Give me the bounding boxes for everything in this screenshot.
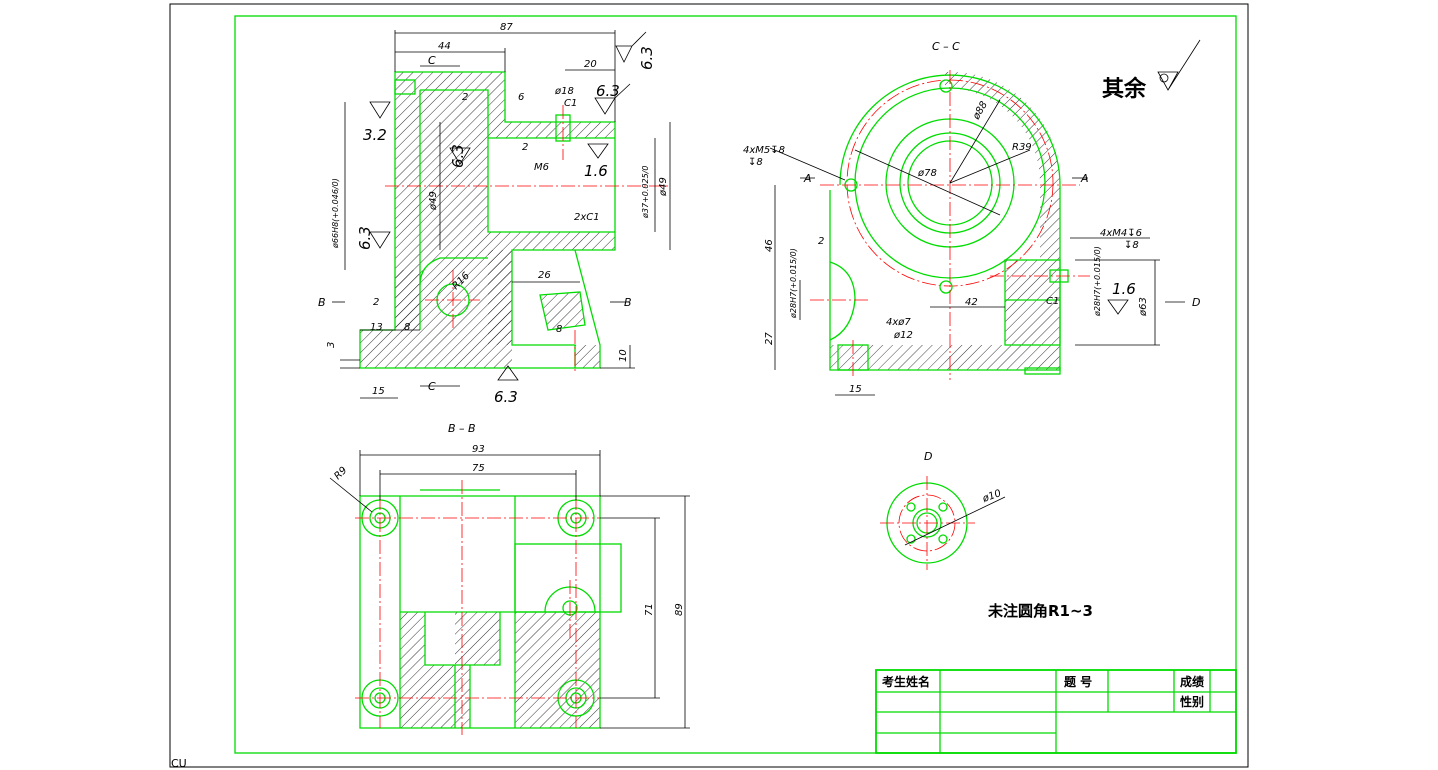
dim-2-top: 2 <box>462 92 468 103</box>
view-d-title: D <box>924 450 932 463</box>
roughness-6-3-left: 6.3 <box>356 226 374 250</box>
general-roughness-label: 其余 <box>1102 76 1147 102</box>
view-mark-d-arrow: D <box>1192 296 1200 309</box>
dim-m6: M6 <box>534 162 549 173</box>
outer-frame <box>169 3 1249 768</box>
section-bb-title: B – B <box>448 422 476 435</box>
dim-r9: R9 <box>332 465 349 482</box>
dim-26: 26 <box>538 270 551 281</box>
dim-depth8-b: ↧8 <box>1124 240 1139 251</box>
section-mark-a-left: A <box>803 172 812 185</box>
dim-2-mid: 2 <box>522 142 528 153</box>
dim-d28h7-left: ø28H7(+0.015/0) <box>789 248 798 319</box>
roughness-6-3-top: 6.3 <box>638 46 656 70</box>
title-block-name-label: 考生姓名 <box>882 674 930 689</box>
dim-20: 20 <box>584 59 597 70</box>
dim-d88: ø88 <box>971 100 990 123</box>
dim-4xm4: 4xM4↧6 <box>1100 228 1142 239</box>
dim-d18: ø18 <box>554 86 574 97</box>
title-block <box>875 669 1237 754</box>
dim-d12: ø12 <box>893 330 913 341</box>
section-cc-view <box>769 39 1201 396</box>
roughness-6-3-bottom: 6.3 <box>494 388 518 406</box>
dim-15-cc: 15 <box>849 384 862 395</box>
dim-2-bottom: 2 <box>373 297 379 308</box>
dim-8-slot: 8 <box>556 324 562 335</box>
dim-93: 93 <box>472 444 485 455</box>
dim-13: 13 <box>370 322 383 333</box>
roughness-1-6-cc: 1.6 <box>1112 280 1136 298</box>
section-mark-c-top: C <box>428 54 436 67</box>
section-mark-b-right: B <box>624 296 632 309</box>
dim-d49-left: ø49 <box>428 191 439 211</box>
dim-6: 6 <box>518 92 524 103</box>
roughness-1-6-bore: 1.6 <box>584 162 608 180</box>
dim-75: 75 <box>472 463 485 474</box>
roughness-6-3-upper: 6.3 <box>596 82 620 100</box>
section-cc-title: C – C <box>932 40 960 53</box>
dim-87: 87 <box>500 22 513 33</box>
title-block-sex-label: 性别 <box>1179 694 1204 709</box>
inner-frame <box>234 15 1237 754</box>
roughness-6-3-bore: 6.3 <box>449 144 467 168</box>
section-mark-a-right: A <box>1080 172 1089 185</box>
title-block-number-label: 题 号 <box>1064 674 1092 689</box>
dim-4xm5: 4xM5↧8 <box>743 145 785 156</box>
dim-71: 71 <box>644 603 655 616</box>
dim-d63: ø63 <box>1138 297 1149 317</box>
dim-d49-right: ø49 <box>658 177 669 197</box>
dim-d78: ø78 <box>917 168 937 179</box>
dim-27: 27 <box>764 332 775 345</box>
dim-r39: R39 <box>1012 142 1032 153</box>
dim-d66h8: ø66H8(+0.046/0) <box>331 178 340 249</box>
corner-text: CU <box>171 757 187 770</box>
dim-d28h7-right: ø28H7(+0.015/0) <box>1093 246 1102 317</box>
section-bb-view <box>329 450 690 735</box>
view-d <box>880 476 1006 570</box>
dim-d10: ø10 <box>980 488 1002 505</box>
dim-15-front: 15 <box>372 386 385 397</box>
dim-c1-cc: C1 <box>1046 296 1059 307</box>
roughness-3-2: 3.2 <box>363 126 387 144</box>
title-block-score-label: 成绩 <box>1180 674 1204 689</box>
dim-42: 42 <box>965 297 978 308</box>
dim-d37: ø37+0.025/0 <box>641 166 650 219</box>
dim-89: 89 <box>674 603 685 616</box>
dim-2xc1: 2xC1 <box>574 212 600 223</box>
dim-10: 10 <box>618 349 629 362</box>
dim-c1-top: C1 <box>564 98 577 109</box>
dim-4xd7: 4xø7 <box>886 317 911 328</box>
dim-44: 44 <box>438 41 451 52</box>
dim-8-bottom: 8 <box>404 322 410 333</box>
front-section-view <box>332 30 671 399</box>
fillet-note: 未注圆角R1~3 <box>987 602 1093 620</box>
dim-3: 3 <box>326 342 337 348</box>
dim-depth8-a: ↧8 <box>748 157 763 168</box>
section-mark-b-left: B <box>318 296 326 309</box>
dim-2-cc: 2 <box>818 236 824 247</box>
section-mark-c-bottom: C <box>428 380 436 393</box>
dim-46: 46 <box>764 239 775 252</box>
